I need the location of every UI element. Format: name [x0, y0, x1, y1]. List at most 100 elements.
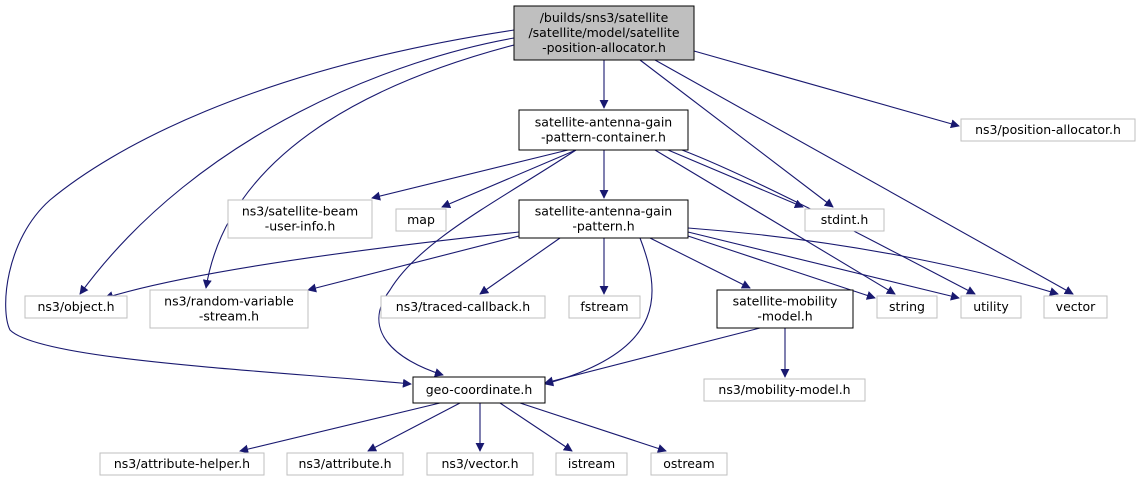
- node-box: [1043, 295, 1108, 319]
- node-utility: utility: [960, 295, 1022, 319]
- node-root[interactable]: /builds/sns3/satellite/satellite/model/s…: [513, 5, 695, 61]
- edge-root-to-geo: [5, 29, 515, 388]
- node-box: [804, 208, 885, 232]
- node-label-line: /builds/sns3/satellite: [540, 10, 669, 25]
- edge-root-to-vector: [654, 59, 1074, 295]
- node-label-line: -pattern.h: [572, 219, 634, 234]
- node-pattern[interactable]: satellite-antenna-gain-pattern.h: [518, 199, 689, 239]
- node-container[interactable]: satellite-antenna-gain-pattern-container…: [518, 109, 689, 151]
- node-label-line: /satellite/model/satellite: [528, 25, 679, 40]
- node-label-line: -stream.h: [199, 309, 259, 324]
- node-stdint: stdint.h: [804, 208, 885, 232]
- node-label-line: satellite-antenna-gain: [535, 204, 672, 219]
- node-label-line: ns3/random-variable: [164, 294, 294, 309]
- node-beam_info: ns3/satellite-beam-user-info.h: [227, 199, 373, 239]
- edge-container-to-geo: [378, 149, 577, 377]
- node-box: [518, 199, 689, 239]
- node-label-line: -pattern-container.h: [541, 130, 666, 145]
- node-box: [716, 289, 854, 329]
- node-vector: vector: [1043, 295, 1108, 319]
- node-box: [380, 295, 546, 319]
- node-label-line: ns3/satellite-beam: [242, 204, 358, 219]
- node-label-line: satellite-antenna-gain: [535, 115, 672, 130]
- node-label-line: ostream: [663, 456, 714, 471]
- node-box: [960, 118, 1136, 142]
- node-label-line: istream: [568, 456, 615, 471]
- node-box: [568, 295, 641, 319]
- node-traced: ns3/traced-callback.h: [380, 295, 546, 319]
- node-label-line: ns3/attribute.h: [298, 456, 391, 471]
- node-label-line: ns3/traced-callback.h: [396, 299, 530, 314]
- edge-root-to-stdint: [639, 59, 834, 208]
- node-box: [99, 452, 265, 476]
- node-box: [24, 295, 128, 319]
- node-attr_helper: ns3/attribute-helper.h: [99, 452, 265, 476]
- edge-container-to-stdint: [667, 149, 804, 208]
- edge-root-to-object: [79, 37, 515, 295]
- node-label-line: map: [407, 212, 435, 227]
- edge-pattern-to-utility: [687, 231, 960, 301]
- node-fstream: fstream: [568, 295, 641, 319]
- node-box: [703, 378, 866, 402]
- node-mobility[interactable]: satellite-mobility-model.h: [716, 289, 854, 329]
- node-label-line: -model.h: [757, 309, 812, 324]
- node-geo[interactable]: geo-coordinate.h: [412, 376, 546, 404]
- edge-pattern-to-object: [104, 231, 520, 300]
- node-label-line: vector: [1056, 299, 1097, 314]
- node-label-line: ns3/object.h: [37, 299, 114, 314]
- edge-root-to-random: [202, 44, 515, 289]
- node-box: [555, 452, 628, 476]
- node-box: [412, 376, 546, 404]
- node-pos_alloc: ns3/position-allocator.h: [960, 118, 1136, 142]
- node-mob_model: ns3/mobility-model.h: [703, 378, 866, 402]
- node-map: map: [395, 208, 447, 232]
- edge-geo-to-attr_helper: [239, 402, 441, 454]
- node-label-line: ns3/mobility-model.h: [718, 382, 850, 397]
- node-object: ns3/object.h: [24, 295, 128, 319]
- node-string: string: [876, 295, 938, 319]
- node-random: ns3/random-variable-stream.h: [149, 289, 309, 329]
- node-label-line: ns3/vector.h: [442, 456, 519, 471]
- edge-container-to-string: [654, 149, 896, 295]
- edge-pattern-to-geo: [544, 237, 653, 387]
- node-label-line: satellite-mobility: [733, 294, 838, 309]
- edge-geo-to-istream: [499, 402, 573, 452]
- edge-container-to-beam_info: [371, 149, 569, 201]
- node-box: [876, 295, 938, 319]
- node-label-line: ns3/attribute-helper.h: [114, 456, 250, 471]
- node-label-line: utility: [973, 299, 1009, 314]
- edge-container-to-map: [441, 149, 577, 208]
- edge-mobility-to-geo: [544, 327, 761, 386]
- node-istream: istream: [555, 452, 628, 476]
- node-label-line: -position-allocator.h: [542, 40, 666, 55]
- node-label-line: string: [889, 299, 925, 314]
- edge-geo-to-attribute: [367, 402, 461, 452]
- node-box: [513, 5, 695, 61]
- edge-geo-to-ostream: [519, 402, 667, 453]
- node-box: [426, 452, 534, 476]
- edge-pattern-to-string: [687, 235, 876, 300]
- node-box: [960, 295, 1022, 319]
- nodes-layer: /builds/sns3/satellite/satellite/model/s…: [24, 5, 1136, 476]
- node-box: [650, 452, 728, 476]
- node-box: [286, 452, 404, 476]
- node-box: [227, 199, 373, 239]
- node-vector_h: ns3/vector.h: [426, 452, 534, 476]
- node-label-line: ns3/position-allocator.h: [975, 122, 1121, 137]
- node-box: [395, 208, 447, 232]
- edge-pattern-to-traced: [479, 237, 561, 295]
- edge-pattern-to-mobility: [649, 237, 751, 289]
- node-box: [149, 289, 309, 329]
- node-label-line: fstream: [580, 299, 628, 314]
- edge-pattern-to-vector: [687, 227, 1059, 296]
- node-label-line: -user-info.h: [265, 219, 336, 234]
- edge-pattern-to-random: [307, 235, 520, 293]
- node-label-line: stdint.h: [821, 212, 869, 227]
- node-label-line: geo-coordinate.h: [426, 382, 533, 397]
- node-attribute: ns3/attribute.h: [286, 452, 404, 476]
- node-ostream: ostream: [650, 452, 728, 476]
- edge-root-to-pos_alloc: [693, 50, 960, 129]
- node-box: [518, 109, 689, 151]
